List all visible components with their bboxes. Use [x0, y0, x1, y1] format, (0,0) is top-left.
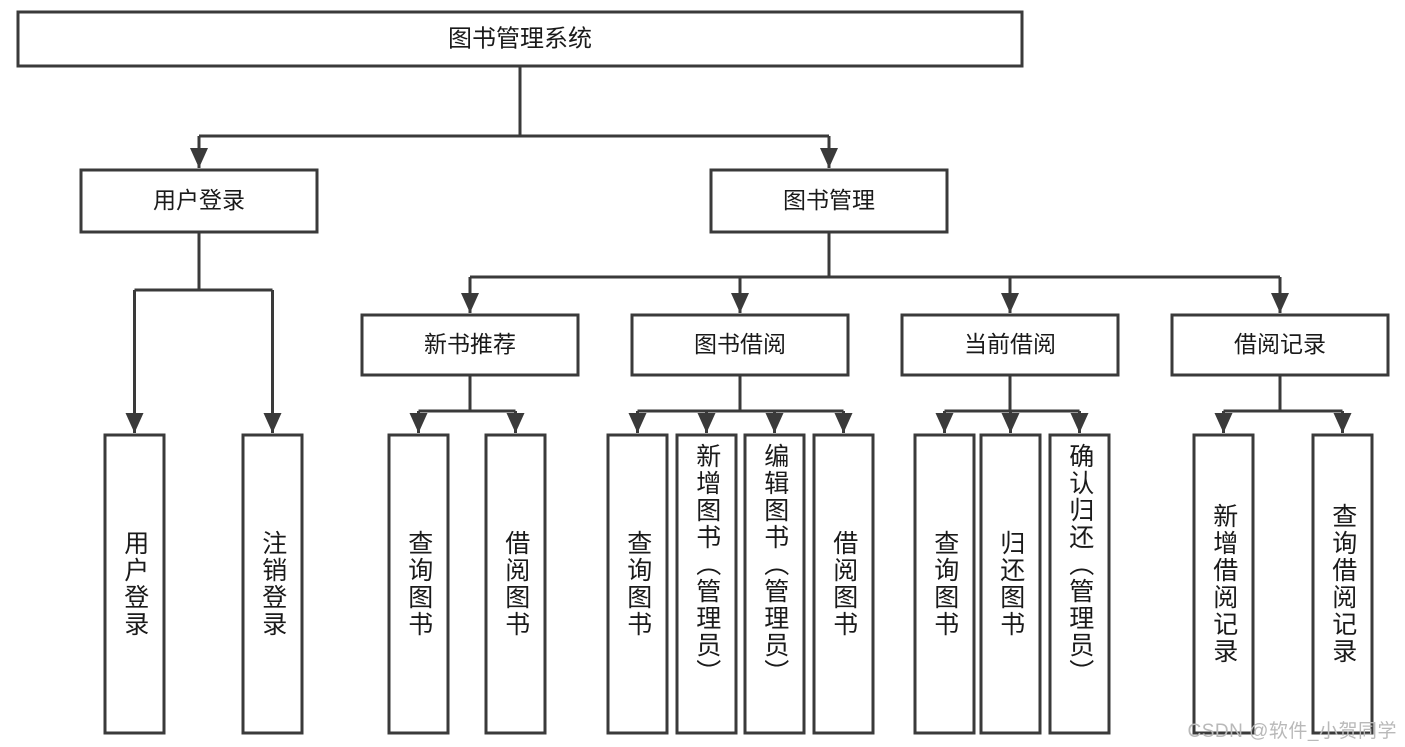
leaf-node-2-box[interactable] [387, 433, 450, 735]
arrow-head-icon-book-manage [820, 148, 838, 168]
arrow-head-icon-level3-3 [1271, 293, 1289, 313]
arrow-head-icon-leaf-1 [263, 413, 282, 433]
leaf-node-12-box[interactable] [1311, 433, 1374, 735]
level3-node-0[interactable]: 新书推荐 [360, 313, 580, 377]
leaf-node-4-box[interactable] [606, 433, 669, 735]
leaf-node-11-box[interactable] [1192, 433, 1255, 735]
arrow-head-icon-level3-0 [461, 293, 479, 313]
arrow-head-icon-level3-2 [1001, 293, 1019, 313]
leaf-node-5-box[interactable] [675, 433, 738, 735]
root-node-图书管理系统-label: 图书管理系统 [448, 25, 592, 52]
arrow-head-icon-leaf-9 [1001, 413, 1020, 433]
leaf-node-3-box[interactable] [484, 433, 547, 735]
level2-node-0[interactable]: 用户登录 [79, 168, 319, 234]
level3-node-3-box[interactable] [1170, 313, 1390, 377]
arrow-head-icon-leaf-11 [1214, 413, 1233, 433]
level3-node-1[interactable]: 图书借阅 [630, 313, 850, 377]
arrow-head-icon-leaf-4 [628, 413, 647, 433]
root-node-图书管理系统[interactable]: 图书管理系统 [16, 10, 1024, 68]
level2-node-1-box[interactable] [709, 168, 949, 234]
arrow-head-icon-user-login [190, 148, 208, 168]
leaf-node-7-box[interactable] [812, 433, 875, 735]
level3-node-2-label: 当前借阅 [964, 331, 1056, 357]
leaf-node-0-box[interactable] [103, 433, 166, 735]
level2-node-1-label: 图书管理 [783, 187, 875, 213]
arrow-head-icon-leaf-7 [834, 413, 853, 433]
leaf-node-1-box[interactable] [241, 433, 304, 735]
arrow-head-icon-leaf-10 [1070, 413, 1089, 433]
arrow-head-icon-leaf-8 [935, 413, 954, 433]
level2-node-1[interactable]: 图书管理 [709, 168, 949, 234]
arrow-head-icon-level3-1 [731, 293, 749, 313]
arrow-head-icon-leaf-2 [409, 413, 428, 433]
level3-node-3[interactable]: 借阅记录 [1170, 313, 1390, 377]
level3-node-0-label: 新书推荐 [424, 331, 516, 357]
leaf-node-8-box[interactable] [913, 433, 976, 735]
arrow-head-icon-leaf-3 [506, 413, 525, 433]
level3-node-3-label: 借阅记录 [1234, 331, 1326, 357]
leaf-node-9-box[interactable] [979, 433, 1042, 735]
leaf-node-6-box[interactable] [743, 433, 806, 735]
root-node-图书管理系统-box[interactable] [16, 10, 1024, 68]
arrow-head-icon-leaf-12 [1333, 413, 1352, 433]
leaf-node-10-box[interactable] [1048, 433, 1111, 735]
level3-node-1-label: 图书借阅 [694, 331, 786, 357]
arrow-head-icon-leaf-5 [697, 413, 716, 433]
level3-node-2[interactable]: 当前借阅 [900, 313, 1120, 377]
arrow-head-icon-leaf-6 [765, 413, 784, 433]
level2-node-0-label: 用户登录 [153, 187, 245, 213]
arrow-head-icon-leaf-0 [125, 413, 144, 433]
watermark-text: CSDN @软件_小贺同学 [1187, 721, 1397, 742]
